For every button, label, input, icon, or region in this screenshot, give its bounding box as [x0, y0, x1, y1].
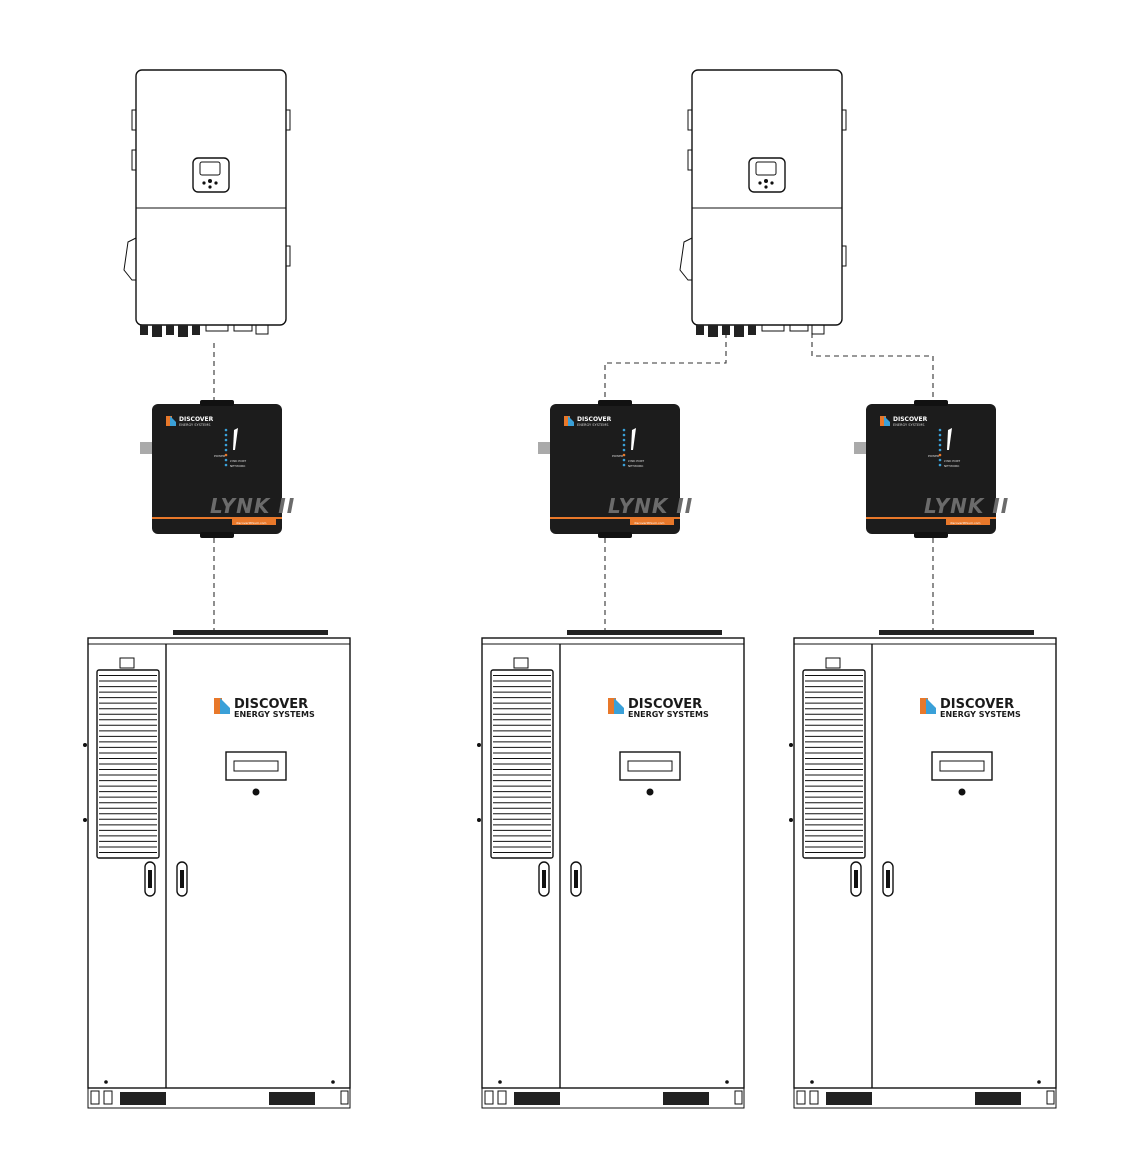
lynk-gateway-1: DISCOVER ENERGY SYSTEMS POWER LYNK PORT … — [140, 400, 295, 538]
lynk-brand: DISCOVER — [577, 416, 612, 423]
discover-logo-icon — [608, 698, 624, 714]
cabinet-brand: DISCOVER — [234, 697, 308, 712]
cabinet-brand-sub: ENERGY SYSTEMS — [940, 710, 1021, 719]
lynk-brand-sub: ENERGY SYSTEMS — [577, 423, 609, 427]
led-label-network: NETWORK — [230, 464, 246, 468]
discover-logo-icon — [920, 698, 936, 714]
led-label-power: POWER — [612, 454, 623, 458]
led-label-lynk-port: LYNK PORT — [230, 459, 246, 463]
lynk-brand: DISCOVER — [179, 416, 214, 423]
connection-lines — [213, 333, 934, 632]
lynk-brand-sub: ENERGY SYSTEMS — [179, 423, 211, 427]
vent-louvers — [805, 675, 863, 853]
discover-logo-icon — [214, 698, 230, 714]
inverter2-to-lynk2-cable — [604, 333, 727, 402]
lynk-url: discoverlithium.com — [236, 521, 266, 525]
led-label-power: POWER — [928, 454, 939, 458]
led-label-power: POWER — [214, 454, 225, 458]
led-label-network: NETWORK — [944, 464, 960, 468]
battery-cabinet-1: DISCOVER ENERGY SYSTEMS — [82, 629, 351, 1109]
cabinet-brand-sub: ENERGY SYSTEMS — [234, 710, 315, 719]
lynk-gateway-3: DISCOVER ENERGY SYSTEMS POWER LYNK PORT … — [854, 400, 1009, 538]
led-label-lynk-port: LYNK PORT — [628, 459, 644, 463]
cabinet-brand: DISCOVER — [628, 697, 702, 712]
lynk-brand-sub: ENERGY SYSTEMS — [893, 423, 925, 427]
lynk-url: discoverlithium.com — [634, 521, 664, 525]
battery-cabinet-3: DISCOVER ENERGY SYSTEMS — [788, 629, 1057, 1109]
lynk-gateway-2: DISCOVER ENERGY SYSTEMS POWER LYNK PORT … — [538, 400, 693, 538]
inverter2-to-lynk3-cable — [811, 333, 934, 402]
inverter-1 — [123, 69, 291, 338]
cabinet-brand-sub: ENERGY SYSTEMS — [628, 710, 709, 719]
led-label-lynk-port: LYNK PORT — [944, 459, 960, 463]
lynk-title: LYNK II — [924, 494, 1009, 518]
vent-louvers — [99, 675, 157, 853]
lynk-title: LYNK II — [210, 494, 295, 518]
vent-louvers — [493, 675, 551, 853]
lynk-brand: DISCOVER — [893, 416, 928, 423]
led-label-network: NETWORK — [628, 464, 644, 468]
inverter-2 — [679, 69, 847, 338]
battery-cabinet-2: DISCOVER ENERGY SYSTEMS — [476, 629, 745, 1109]
cabinet-brand: DISCOVER — [940, 697, 1014, 712]
lynk-title: LYNK II — [608, 494, 693, 518]
lynk-url: discoverlithium.com — [950, 521, 980, 525]
